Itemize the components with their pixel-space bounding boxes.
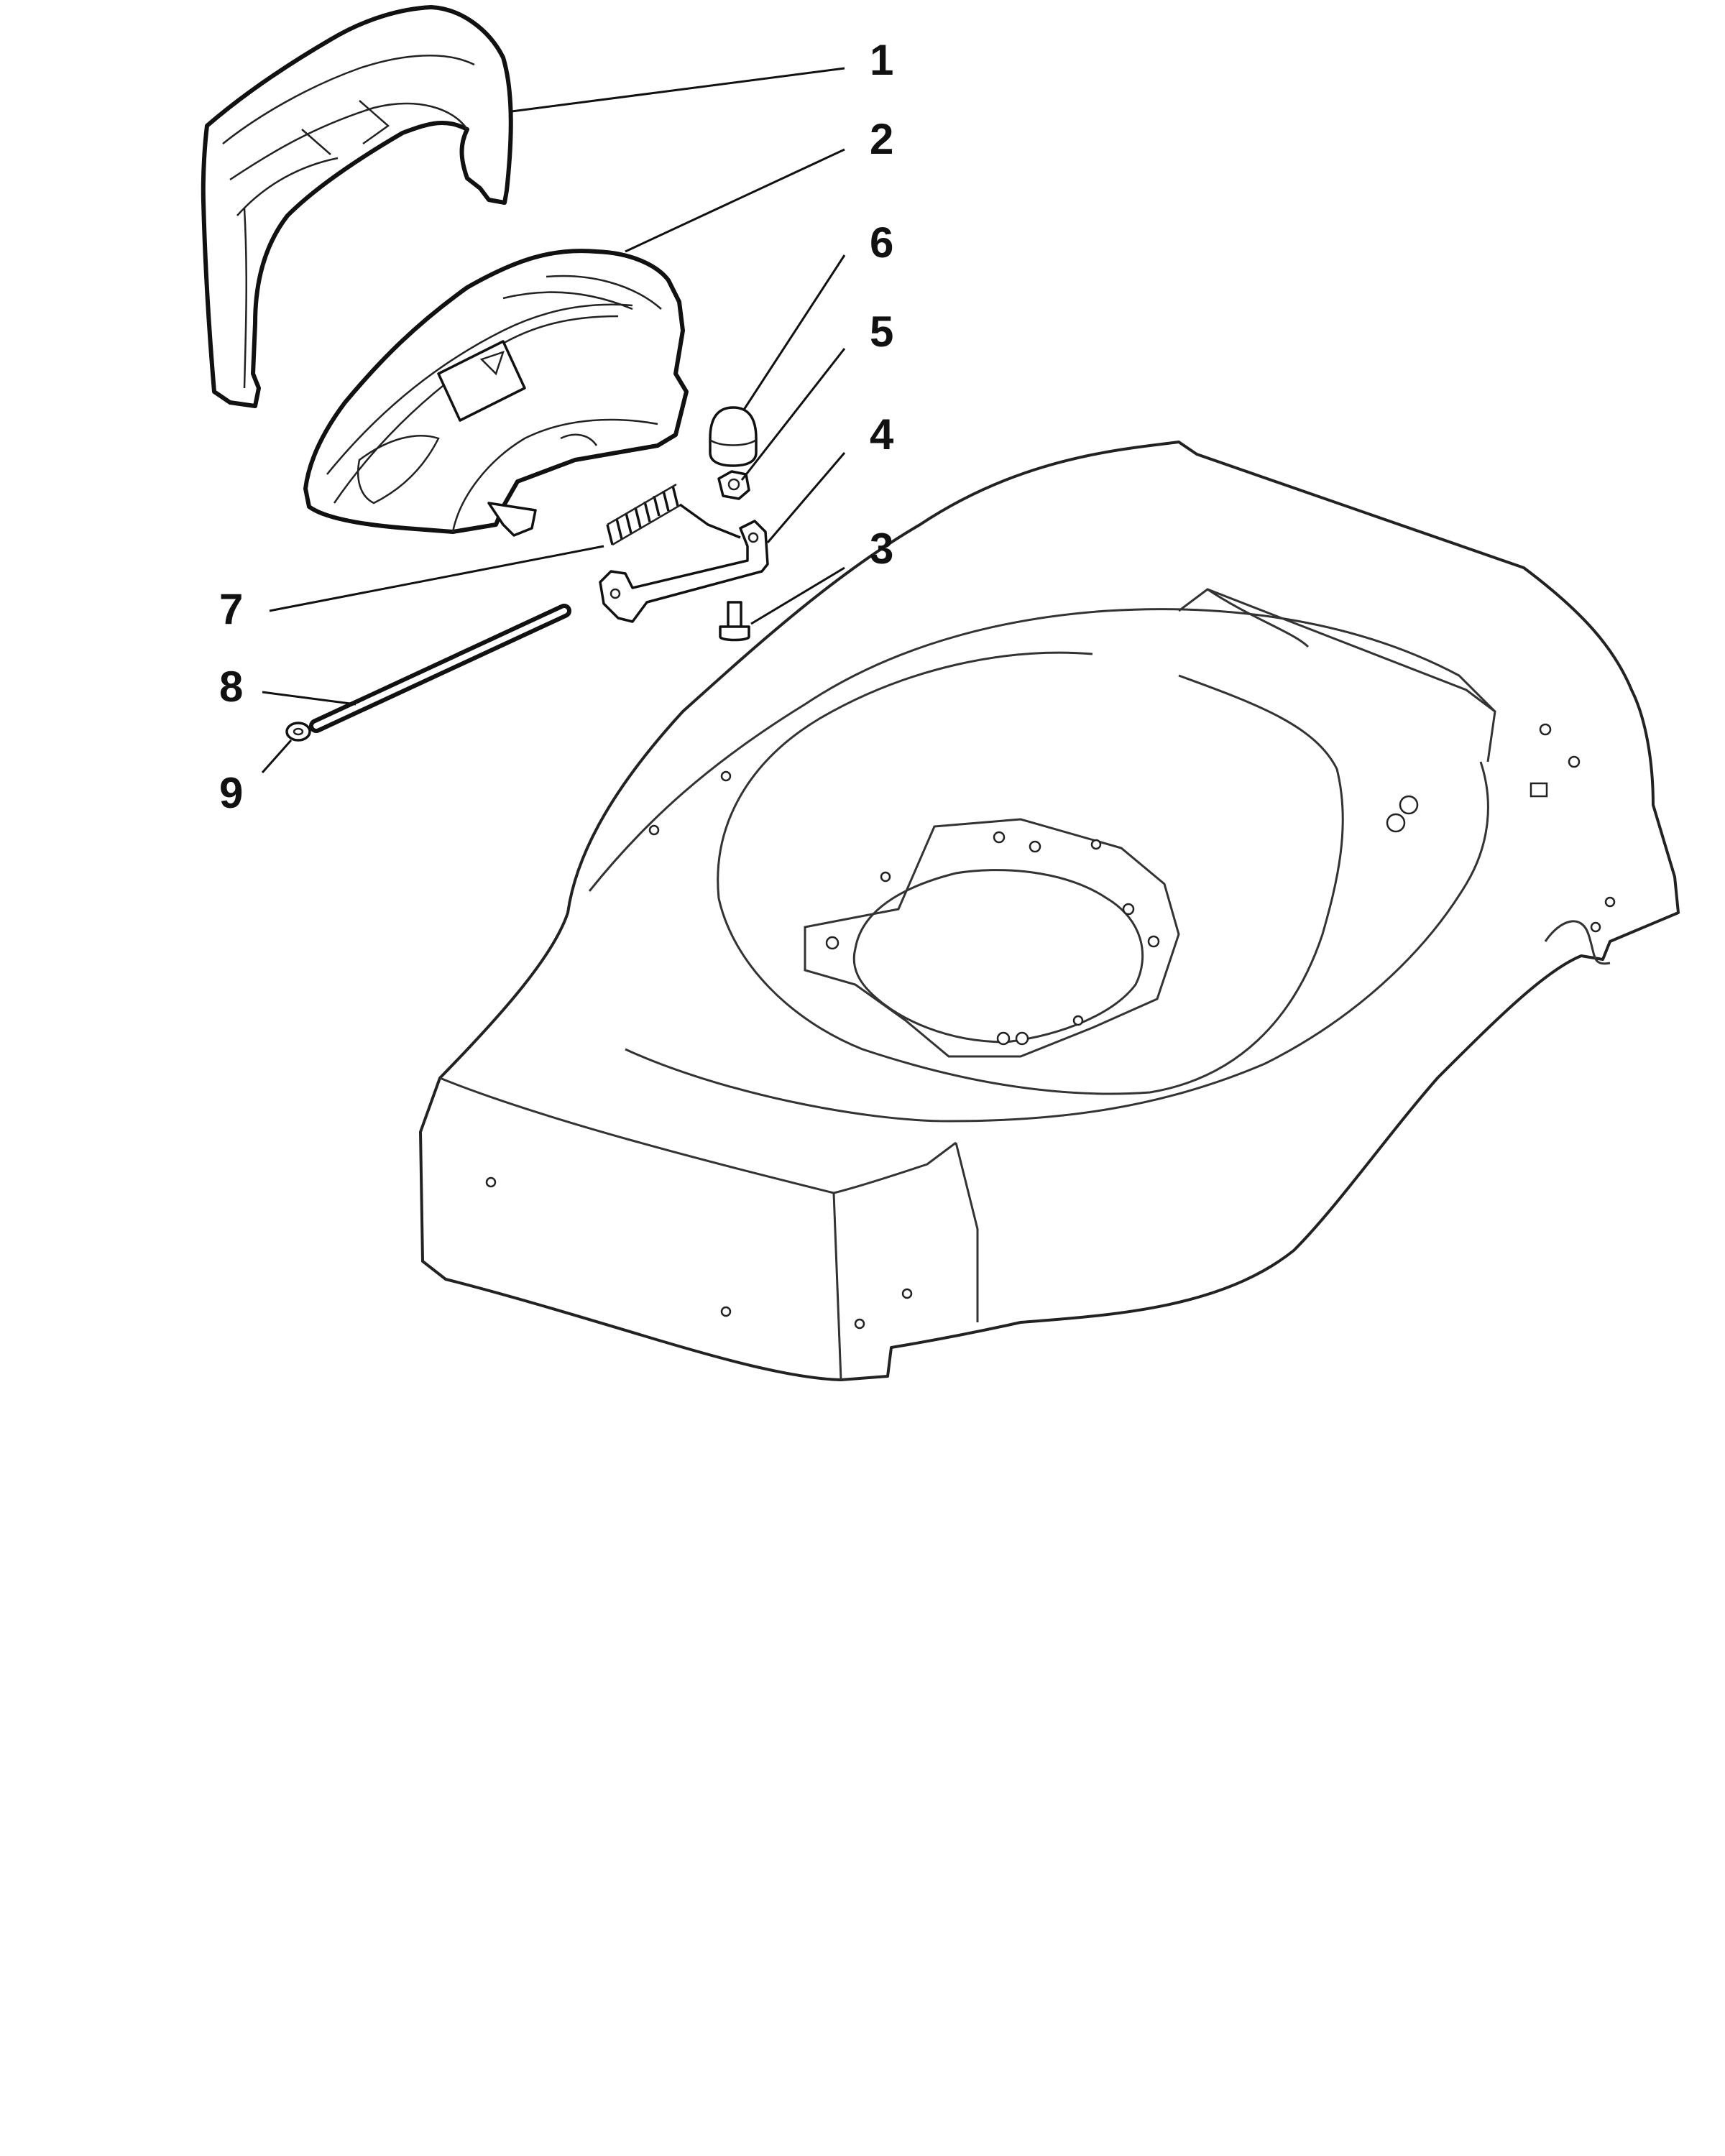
part-8-rod [309,604,571,733]
part-9-washer [285,722,311,742]
part-6-cap [709,406,758,467]
part-4-bracket [599,520,769,623]
callout-6: 6 [870,218,893,267]
callout-3: 3 [870,525,893,573]
callout-1: 1 [870,36,893,84]
callout-9: 9 [219,769,243,817]
callout-8: 8 [219,663,243,711]
leader-7 [269,545,604,612]
leader-5 [740,348,846,481]
leader-8 [262,691,356,706]
leader-9 [261,740,293,773]
leader-1 [511,67,845,113]
part-3-screw [719,601,750,642]
leader-2 [625,148,845,253]
callout-4: 4 [870,410,894,459]
part-7-spring [606,483,741,546]
callout-labels: 1 2 6 5 4 3 7 8 9 [219,36,894,817]
callout-2: 2 [870,115,893,163]
callout-7: 7 [219,585,243,633]
callout-5: 5 [870,308,893,356]
mower-deck [419,441,1680,1381]
part-2-housing [303,249,689,537]
leader-3 [750,566,845,625]
leader-4 [766,452,846,543]
part-1-rear-cover [201,5,513,408]
leader-lines [261,67,846,773]
part-5-nut [717,470,750,500]
leader-6 [742,254,846,410]
